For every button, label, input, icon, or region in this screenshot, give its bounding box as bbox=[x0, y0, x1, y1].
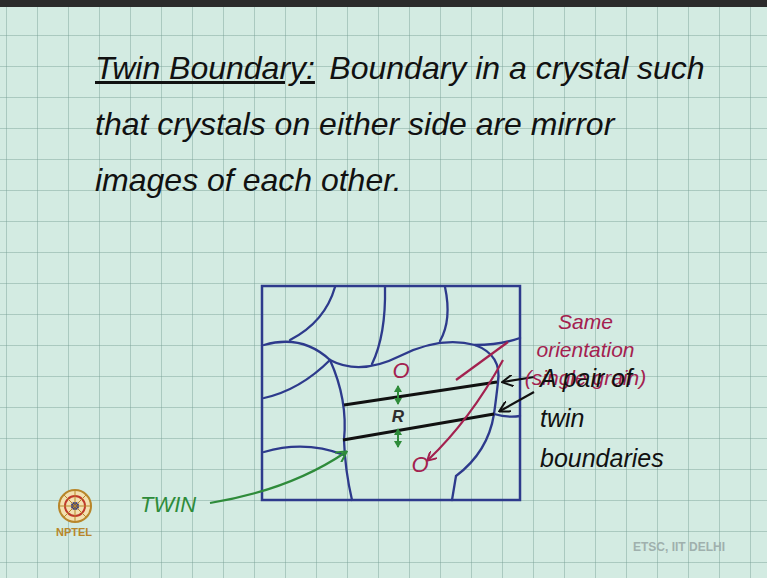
watermark: ETSC, IIT DELHI bbox=[633, 540, 725, 554]
orientation-mark: O bbox=[392, 358, 409, 384]
orientation-mark: O bbox=[411, 452, 428, 478]
leader-line bbox=[456, 342, 508, 380]
heading-block: Twin Boundary:Boundary in a crystal such… bbox=[95, 40, 720, 208]
span-arrow bbox=[397, 429, 399, 447]
heading-title: Twin Boundary: bbox=[95, 50, 315, 86]
top-band bbox=[0, 0, 767, 7]
leader-arrow bbox=[500, 392, 534, 411]
span-arrow bbox=[397, 386, 399, 404]
logo-text: NPTEL bbox=[56, 526, 92, 538]
twin-boundary bbox=[344, 382, 497, 405]
leader-arrow bbox=[210, 452, 346, 503]
twin-mark: R bbox=[392, 407, 404, 427]
callout-note: TWIN bbox=[140, 492, 196, 518]
leader-arrow bbox=[428, 360, 503, 460]
nptel-emblem bbox=[59, 490, 91, 522]
specimen-outline bbox=[262, 286, 520, 500]
twin-boundary bbox=[343, 414, 494, 440]
grain-boundaries bbox=[264, 287, 520, 500]
callout-note: A pair of twin boundaries bbox=[540, 358, 675, 478]
